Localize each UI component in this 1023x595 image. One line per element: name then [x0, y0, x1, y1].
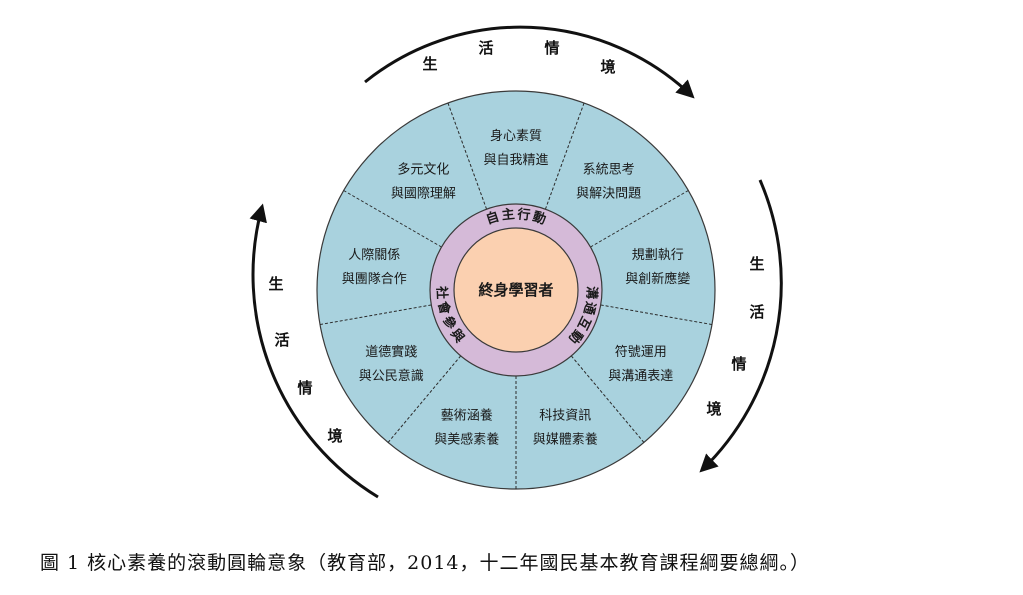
context-char: 情	[544, 39, 559, 57]
context-char: 境	[706, 400, 721, 418]
competency-line2: 與媒體素養	[533, 431, 598, 447]
right-context-label: 生 活 情 境	[706, 255, 764, 418]
competency-line1: 多元文化	[397, 162, 449, 178]
competency-line2: 與國際理解	[391, 187, 456, 202]
dimension-char: 通	[580, 300, 599, 316]
competency-line1: 科技資訊	[539, 408, 591, 423]
dimension-label: 自主行動	[484, 206, 548, 228]
segment-divider	[319, 304, 432, 326]
competency-line2: 與創新應變	[625, 271, 690, 287]
left-context-label: 生 活 情 境	[268, 275, 342, 445]
core-label: 終身學習者	[478, 281, 553, 299]
dimension-char: 動	[531, 209, 548, 228]
dimension-char: 溝	[583, 286, 599, 300]
competency-line1: 系統思考	[583, 163, 635, 178]
context-char: 活	[749, 303, 764, 321]
segment-divider	[343, 190, 442, 248]
segment-dividers	[319, 102, 713, 489]
segment-divider	[387, 355, 462, 443]
right-context-arrow	[699, 179, 783, 473]
context-char: 情	[731, 355, 746, 373]
competency-line2: 與公民意識	[359, 368, 424, 384]
competency-line2: 與解決問題	[576, 187, 641, 202]
left-context-arrow	[249, 203, 379, 499]
dimension-labels: 自主行動溝通互動社會參與	[433, 206, 599, 346]
dimension-char: 自	[484, 209, 501, 228]
core-circle	[453, 227, 579, 353]
context-char: 情	[297, 379, 312, 397]
context-char: 境	[327, 427, 342, 445]
competency-line1: 道德實踐	[365, 344, 417, 360]
competency-line2: 與自我精進	[483, 153, 548, 168]
dimension-char: 主	[501, 206, 516, 223]
competency-line1: 人際關係	[348, 248, 400, 263]
top-context-arrow	[364, 25, 695, 99]
segment-divider	[544, 102, 585, 210]
segment-divider	[570, 355, 645, 443]
segment-labels: 系統思考與解決問題規劃執行與創新應變符號運用與溝通表達科技資訊與媒體素養藝術涵養…	[342, 128, 691, 447]
segment-divider	[590, 190, 689, 248]
context-char: 活	[274, 331, 289, 349]
dimension-char: 行	[516, 206, 532, 223]
dimension-char: 互	[574, 314, 593, 332]
context-char: 境	[600, 58, 615, 76]
competency-line1: 身心素質	[490, 128, 542, 144]
context-char: 活	[478, 39, 493, 57]
competency-line1: 藝術涵養	[441, 407, 493, 423]
competency-line2: 與團隊合作	[342, 271, 407, 287]
context-char: 生	[422, 55, 437, 73]
competency-line1: 符號運用	[615, 344, 667, 360]
competency-line1: 規劃執行	[632, 247, 684, 263]
context-char: 生	[749, 255, 764, 273]
core-competency-wheel-diagram: 系統思考與解決問題規劃執行與創新應變符號運用與溝通表達科技資訊與媒體素養藝術涵養…	[249, 25, 783, 499]
context-char: 生	[268, 275, 283, 293]
figure-caption: 圖 1 核心素養的滾動圓輪意象（教育部，2014，十二年國民基本教育課程綱要總綱…	[40, 552, 811, 574]
dimension-char: 會	[434, 300, 453, 317]
segment-divider	[600, 304, 713, 326]
competency-line2: 與溝通表達	[608, 369, 673, 384]
competency-line2: 與美感素養	[434, 431, 499, 447]
top-context-label: 生 活 情 境	[422, 39, 615, 76]
segment-divider	[447, 102, 488, 210]
dimension-char: 社	[433, 285, 449, 300]
